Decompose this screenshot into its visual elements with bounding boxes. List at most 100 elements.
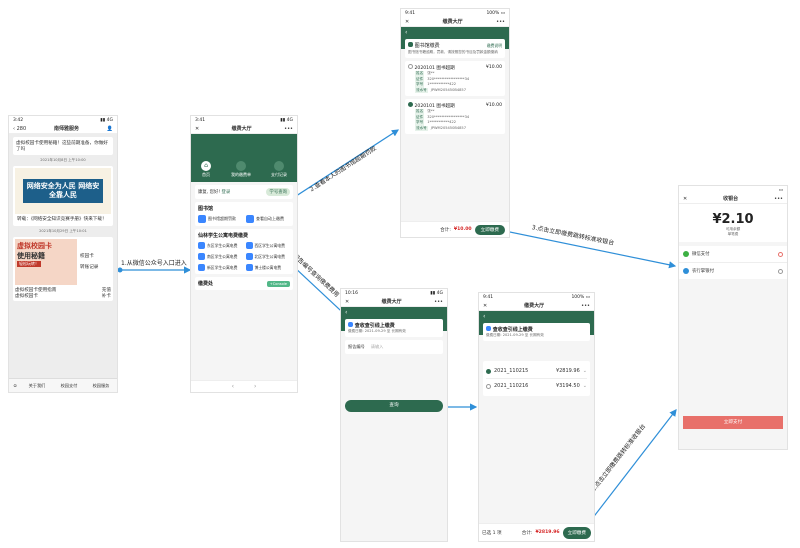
- close-icon[interactable]: ✕: [195, 125, 200, 132]
- more-icon[interactable]: •••: [284, 125, 293, 132]
- total-label: 合计:: [440, 227, 451, 233]
- field-value: JPWM205450B4857: [430, 125, 466, 130]
- keyboard-icon[interactable]: ⊜: [13, 383, 17, 388]
- field-value: 320*****************34: [427, 114, 470, 119]
- more-icon[interactable]: •••: [774, 195, 783, 202]
- pay-amount: ¥2.10: [712, 212, 754, 227]
- window-title: 缴费大厅: [231, 126, 252, 132]
- hero-banner: ⌂首页 我的缴费单 支付记录: [191, 134, 297, 182]
- menu-item-pay[interactable]: 校园支付: [60, 382, 78, 388]
- dorm-item[interactable]: 南区学生公寓电费: [198, 253, 243, 260]
- dorm-item-label: 西区学生公寓电费: [254, 242, 285, 248]
- check-icon[interactable]: [486, 368, 491, 374]
- tab-records[interactable]: 支付记录: [271, 161, 287, 178]
- screen-report-query: 10:16▮▮ 4G ✕缴费大厅••• ‹ 查收查引线上缴费 缴费日期: 202…: [340, 288, 448, 542]
- library-auto-item[interactable]: 查看自动上缴费: [246, 215, 290, 223]
- close-icon[interactable]: ✕: [405, 18, 410, 25]
- next-icon[interactable]: ›: [254, 383, 257, 390]
- detail-link[interactable]: 缴费说明: [486, 42, 502, 48]
- radio-empty-icon: [778, 268, 783, 274]
- report-number-label: 报告编号: [348, 344, 365, 349]
- field-value: JPWM205450B4857: [430, 87, 466, 92]
- message-2[interactable]: 网络安全为人民 网络安全靠人民 转载：《网络安全知识竞赛手册》快来下载！: [13, 166, 113, 226]
- method-wechat[interactable]: 微信支付: [679, 246, 787, 263]
- poster-2-tag: 轻松玩转！: [17, 261, 41, 267]
- home-icon: ⌂: [201, 161, 211, 171]
- field-key: 学号: [415, 120, 425, 126]
- dorm-item[interactable]: 新区学生公寓电费: [198, 264, 243, 271]
- time: 3:42: [13, 117, 24, 123]
- bill-row[interactable]: 2021_110216¥3194.50⌄: [486, 379, 587, 393]
- dorm-item[interactable]: 博士楼公寓电费: [245, 264, 291, 271]
- tab-home-label: 首页: [202, 172, 210, 177]
- tab-home[interactable]: ⌂首页: [201, 161, 211, 178]
- bill-icon: [236, 161, 246, 171]
- back-button[interactable]: ‹ 280: [13, 125, 27, 132]
- check-icon[interactable]: [408, 102, 413, 107]
- profile-icon[interactable]: 👤: [106, 125, 113, 132]
- dorm-item-label: 博士楼公寓电费: [254, 264, 282, 270]
- menu-item-service[interactable]: 校园服务: [92, 382, 110, 388]
- poster-2: 虚拟校园卡 使用秘籍 轻松玩转！: [15, 239, 77, 285]
- pay-now-button[interactable]: 立即缴费: [474, 224, 505, 235]
- field-key: 姓名: [415, 71, 425, 77]
- field-value: 320*****************34: [427, 76, 470, 81]
- tab-my-bills[interactable]: 我的缴费单: [231, 161, 251, 178]
- section-dorm: 仙林学生公寓电费缴费 东区学生公寓电费西区学生公寓电费南区学生公寓电费北区学生公…: [195, 229, 293, 274]
- more-icon[interactable]: •••: [496, 18, 505, 25]
- report-number-input[interactable]: 请输入: [370, 344, 384, 349]
- radio-icon[interactable]: [408, 64, 413, 69]
- close-icon[interactable]: ✕: [345, 298, 350, 305]
- field-key: 姓名: [415, 109, 425, 115]
- more-icon[interactable]: •••: [434, 298, 443, 305]
- console-button[interactable]: +Console: [266, 280, 290, 287]
- search-doc-icon: [246, 215, 254, 223]
- radio-icon[interactable]: [486, 383, 491, 389]
- dorm-item[interactable]: 东区学生公寓电费: [198, 242, 243, 249]
- bill-row[interactable]: 2021_110215¥2819.96⌄: [486, 364, 587, 379]
- login-link[interactable]: 登录: [221, 190, 231, 195]
- side-label-3: 充值: [101, 288, 111, 293]
- library-auto-label: 查看自动上缴费: [256, 216, 284, 221]
- message-3-text: 虚拟校园卡使用指南: [15, 288, 57, 293]
- window-title: 缴费大厅: [524, 303, 545, 309]
- more-icon[interactable]: •••: [581, 302, 590, 309]
- lightning-icon: [198, 242, 205, 249]
- pay-confirm-button[interactable]: 立即支付: [683, 416, 783, 429]
- doc-icon: [486, 326, 491, 331]
- back-icon[interactable]: ‹: [405, 29, 408, 36]
- dorm-item[interactable]: 北区学生公寓电费: [245, 253, 291, 260]
- close-icon[interactable]: ✕: [683, 195, 688, 202]
- back-icon[interactable]: ‹: [345, 309, 348, 316]
- close-icon[interactable]: ✕: [483, 302, 488, 309]
- message-3[interactable]: 虚拟校园卡 使用秘籍 轻松玩转！ 校园卡 转账记录 虚拟校园卡使用指南 充值 虚…: [13, 237, 113, 301]
- tab-records-label: 支付记录: [271, 172, 287, 177]
- field-key: 流水号: [415, 125, 428, 131]
- field-key: 证件: [415, 76, 425, 82]
- side-label-4: 补卡: [101, 294, 111, 299]
- menu-item-about[interactable]: 关于我们: [28, 382, 46, 388]
- switch-query-button[interactable]: 学号查询: [266, 188, 290, 196]
- chevron-down-icon[interactable]: ⌄: [582, 368, 587, 374]
- library-fine-item[interactable]: 图书馆超期罚款: [198, 215, 242, 223]
- method-wechat-label: 微信支付: [692, 252, 710, 257]
- battery-icon: ▭: [778, 187, 783, 193]
- message-1[interactable]: 虚拟校园卡使用秘籍！这些前期准备，你做好了吗: [13, 137, 113, 155]
- total-amount: ¥2819.96: [535, 530, 560, 535]
- poster-1: 网络安全为人民 网络安全靠人民: [15, 168, 111, 214]
- method-abc[interactable]: 农行掌银付: [679, 263, 787, 279]
- bottom-menu: ⊜ 关于我们 校园支付 校园服务: [9, 378, 117, 392]
- unread-count: 280: [16, 125, 27, 132]
- prev-icon[interactable]: ‹: [231, 383, 234, 390]
- lightning-icon: [245, 242, 253, 249]
- chevron-down-icon[interactable]: ⌄: [582, 383, 587, 389]
- dorm-item[interactable]: 西区学生公寓电费: [245, 242, 291, 249]
- pay-now-button[interactable]: 立即缴费: [562, 526, 591, 539]
- back-icon[interactable]: ‹: [483, 313, 486, 320]
- query-button[interactable]: 查询: [345, 400, 443, 412]
- lightning-icon: [245, 264, 253, 271]
- field-value: 1***********422: [427, 82, 457, 86]
